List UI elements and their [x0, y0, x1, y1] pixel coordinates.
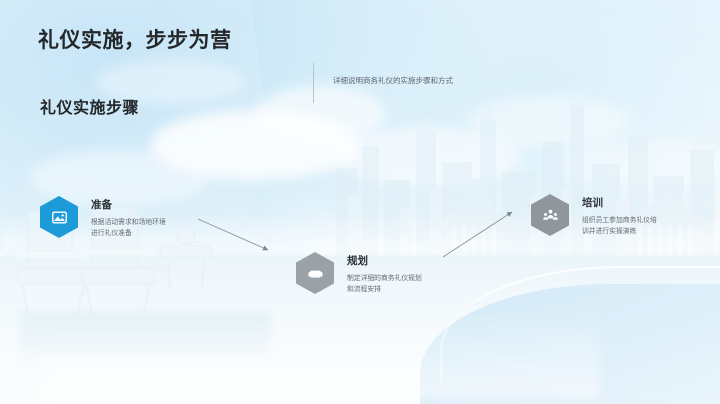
step-description: 根据活动需求和场地环境进行礼仪准备 [91, 218, 166, 238]
step-card-prepare[interactable]: 准备 根据活动需求和场地环境进行礼仪准备 [40, 196, 169, 240]
step-card-training[interactable]: 培训 组织员工参加商务礼仪培训并进行实操演练 [531, 194, 662, 238]
step-text-body: 培训 组织员工参加商务礼仪培训并进行实操演练 [582, 194, 662, 238]
step-description: 制定详细的商务礼仪规划和流程安排 [347, 274, 422, 294]
step-description: 组织员工参加商务礼仪培训并进行实操演练 [582, 216, 657, 236]
description-text: 详细说明商务礼仪的实施步骤和方式 [333, 76, 453, 85]
people-group-icon [531, 194, 569, 236]
page-title: 礼仪实施，步步为营 [38, 29, 232, 52]
step-text-body: 规划 制定详细的商务礼仪规划和流程安排 [347, 252, 425, 296]
step-title: 准备 [91, 199, 112, 211]
step-card-plan[interactable]: 规划 制定详细的商务礼仪规划和流程安排 [296, 252, 425, 296]
step-text-body: 准备 根据活动需求和场地环境进行礼仪准备 [91, 196, 169, 240]
description-block: 详细说明商务礼仪的实施步骤和方式 [313, 63, 453, 103]
description-divider [313, 63, 314, 103]
armchair-icon [296, 252, 334, 294]
image-icon [40, 196, 78, 238]
step-title: 培训 [582, 197, 603, 209]
section-title: 礼仪实施步骤 [40, 100, 140, 117]
step-title: 规划 [347, 255, 368, 267]
